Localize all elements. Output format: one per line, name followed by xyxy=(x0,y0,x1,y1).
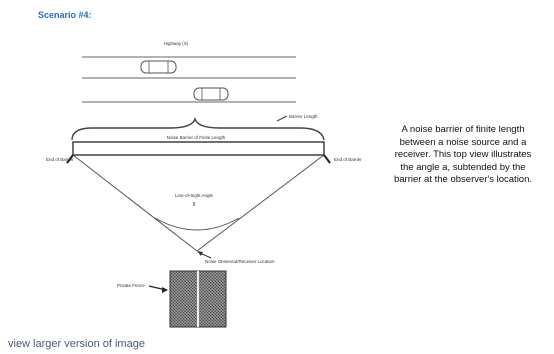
car-icon xyxy=(140,60,177,74)
private-fence-arrow-head xyxy=(162,287,168,293)
end-barrier-left-label: End of Barrier xyxy=(46,157,74,162)
car-icon xyxy=(193,87,229,101)
noise-barrier xyxy=(72,141,325,156)
barrier-length-label: Barrier Length xyxy=(289,114,318,119)
angle-symbol: θ xyxy=(193,202,196,208)
end-barrier-right-label: End of Barrier xyxy=(334,157,362,162)
highway-label: Highway (X) xyxy=(164,41,189,46)
angle-label: Line-of-Sight Angle xyxy=(175,193,214,198)
private-fence-label: Private Fence xyxy=(117,283,145,288)
sight-line-right xyxy=(196,154,325,252)
observer-arrow-head xyxy=(197,251,203,256)
noise-barrier-label: Noise Barrier of Finite Length xyxy=(167,135,226,140)
observer-location-label: Noise Observed/Receiver Location xyxy=(205,259,275,264)
barrier-end-left-marker xyxy=(66,154,74,164)
barrier-length-brace xyxy=(71,116,325,141)
barrier-end-right-marker xyxy=(323,154,331,164)
angle-arc xyxy=(154,217,240,231)
scenario-title: Scenario #4: xyxy=(38,10,92,20)
sight-line-left xyxy=(72,154,198,252)
barrier-length-leader xyxy=(276,115,288,122)
diagram-caption: A noise barrier of finite length between… xyxy=(393,124,533,185)
view-larger-image-link[interactable]: view larger version of image xyxy=(8,338,145,350)
